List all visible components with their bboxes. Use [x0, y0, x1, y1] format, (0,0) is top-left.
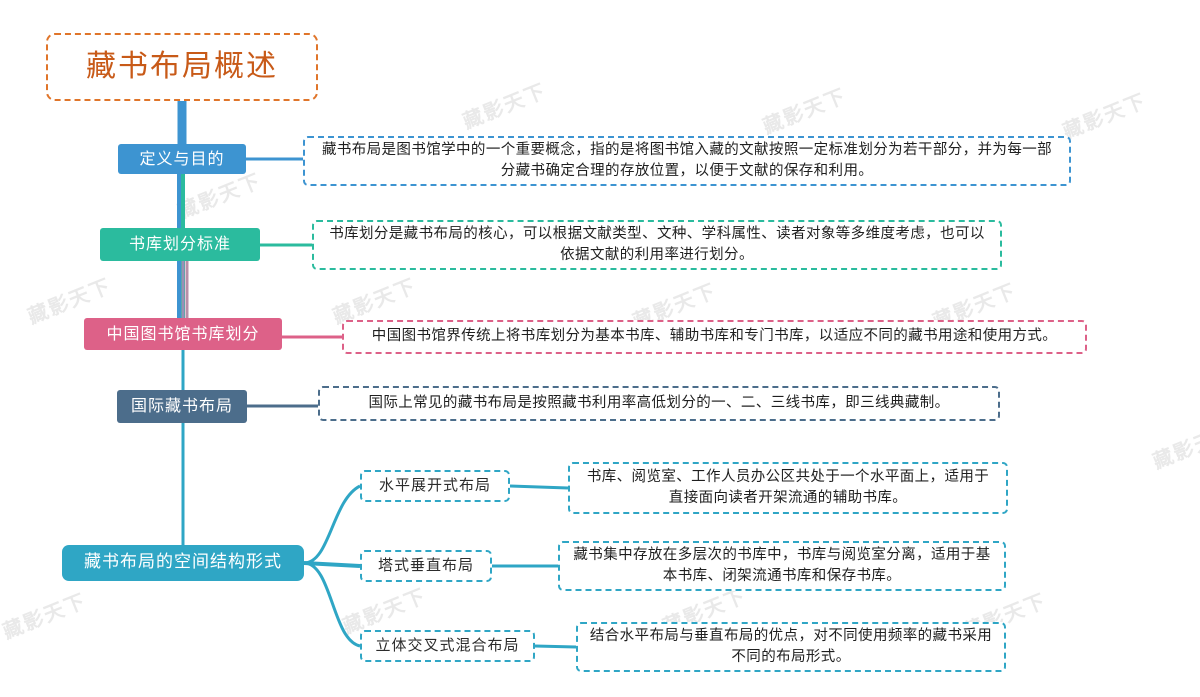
link-topic-4-sub-2 — [303, 561, 361, 648]
subtopic-label: 水平展开式布局 — [378, 476, 491, 495]
topic-label: 书库划分标准 — [128, 234, 231, 254]
topic-label: 定义与目的 — [139, 148, 225, 168]
link-sub-0-detail — [509, 484, 569, 490]
detail-text: 藏书集中存放在多层次的书库中，书库与阅览室分离，适用于基本书库、闭架流通书库和保… — [573, 546, 991, 584]
detail-box-division-criteria: 书库划分是藏书布局的核心，可以根据文献类型、文种、学科属性、读者对象等多维度考虑… — [312, 220, 1002, 270]
detail-text: 结合水平布局与垂直布局的优点，对不同使用频率的藏书采用不同的布局形式。 — [589, 627, 993, 665]
subtopic-node-horizontal-layout[interactable]: 水平展开式布局 — [360, 470, 510, 502]
topic-node-international-layout[interactable]: 国际藏书布局 — [117, 390, 247, 423]
detail-text: 藏书布局是图书馆学中的一个重要概念，指的是将图书馆入藏的文献按照一定标准划分为若… — [321, 141, 1053, 179]
topic-label: 藏书布局的空间结构形式 — [84, 552, 282, 573]
detail-text: 中国图书馆界传统上将书库划分为基本书库、辅助书库和专门书库，以适应不同的藏书用途… — [371, 328, 1058, 345]
subtopic-label: 立体交叉式混合布局 — [375, 636, 520, 655]
topic-node-definition[interactable]: 定义与目的 — [118, 144, 246, 174]
detail-box-mixed-layout: 结合水平布局与垂直布局的优点，对不同使用频率的藏书采用不同的布局形式。 — [576, 622, 1006, 672]
topic-node-china-division[interactable]: 中国图书馆书库划分 — [84, 318, 282, 350]
link-topic-4-sub-1 — [303, 561, 361, 568]
detail-text: 书库、阅览室、工作人员办公区共处于一个水平面上，适用于直接面向读者开架流通的辅助… — [586, 468, 990, 506]
link-topic-4-sub-0 — [303, 484, 361, 565]
topic-node-division-criteria[interactable]: 书库划分标准 — [100, 228, 260, 261]
root-topic-node[interactable]: 藏书布局概述 — [46, 33, 318, 101]
topic-label: 国际藏书布局 — [130, 396, 233, 416]
root-topic-label: 藏书布局概述 — [86, 48, 278, 84]
subtopic-node-tower-vertical-layout[interactable]: 塔式垂直布局 — [360, 550, 492, 582]
detail-box-china-division: 中国图书馆界传统上将书库划分为基本书库、辅助书库和专门书库，以适应不同的藏书用途… — [342, 320, 1087, 354]
subtopic-label: 塔式垂直布局 — [377, 556, 474, 575]
topic-node-spatial-structure[interactable]: 藏书布局的空间结构形式 — [62, 545, 304, 581]
topic-label: 中国图书馆书库划分 — [106, 323, 260, 343]
detail-box-international-layout: 国际上常见的藏书布局是按照藏书利用率高低划分的一、二、三线书库，即三线典藏制。 — [318, 386, 1000, 421]
detail-text: 书库划分是藏书布局的核心，可以根据文献类型、文种、学科属性、读者对象等多维度考虑… — [329, 225, 985, 263]
detail-text: 国际上常见的藏书布局是按照藏书利用率高低划分的一、二、三线书库，即三线典藏制。 — [368, 394, 950, 411]
detail-box-definition: 藏书布局是图书馆学中的一个重要概念，指的是将图书馆入藏的文献按照一定标准划分为若… — [303, 136, 1071, 186]
detail-box-tower-vertical-layout: 藏书集中存放在多层次的书库中，书库与阅览室分离，适用于基本书库、闭架流通书库和保… — [558, 541, 1006, 591]
detail-box-horizontal-layout: 书库、阅览室、工作人员办公区共处于一个水平面上，适用于直接面向读者开架流通的辅助… — [568, 462, 1008, 514]
link-sub-2-detail — [534, 644, 577, 649]
subtopic-node-mixed-layout[interactable]: 立体交叉式混合布局 — [360, 630, 535, 662]
